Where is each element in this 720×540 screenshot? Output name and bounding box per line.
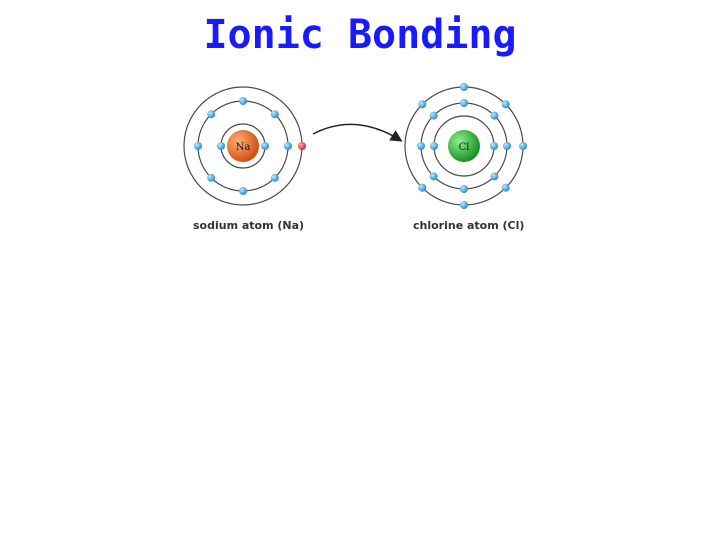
sodium-shell-1-electron — [217, 142, 225, 150]
chlorine-shell-2-electron — [490, 172, 499, 181]
chlorine-shell-3-electron — [501, 183, 510, 192]
chlorine-shell-2-electron — [460, 185, 468, 193]
sodium-shell-2-electron — [284, 142, 292, 150]
chlorine-shell-3-electron — [501, 100, 510, 109]
ionic-bond-diagram: Na Cl — [183, 83, 527, 209]
chlorine-shell-2-electron — [460, 99, 468, 107]
chlorine-nucleus — [448, 130, 480, 162]
sodium-shell-2-electron — [207, 110, 216, 119]
sodium-valence-electron — [298, 142, 306, 150]
sodium-nucleus — [227, 130, 259, 162]
sodium-shell-2-electron — [194, 142, 202, 150]
chlorine-shell-2-electron — [429, 172, 438, 181]
electron-transfer-arrow — [312, 123, 403, 142]
sodium-shell-1-electron — [261, 142, 269, 150]
chlorine-shell-2-electron — [429, 111, 438, 120]
chlorine-shell-1-electron — [430, 142, 438, 150]
chlorine-shell-2-electron — [490, 111, 499, 120]
sodium-shell-2-electron — [270, 110, 279, 119]
sodium-shell-2-electron — [239, 97, 247, 105]
chlorine-shell-3-electron — [418, 100, 427, 109]
chlorine-atom-label: chlorine atom (Cl) — [413, 219, 525, 232]
chlorine-shell-3-electron — [460, 83, 468, 91]
page-title: Ionic Bonding — [203, 12, 517, 58]
sodium-shell-2-electron — [270, 173, 279, 182]
chlorine-atom: Cl — [404, 83, 527, 209]
sodium-shell-2-electron — [239, 187, 247, 195]
sodium-atom: Na — [183, 86, 306, 206]
sodium-symbol: Na — [236, 142, 251, 153]
chlorine-shell-3-electron — [519, 142, 527, 150]
chlorine-shell-3-electron — [418, 183, 427, 192]
sodium-atom-label: sodium atom (Na) — [193, 219, 305, 232]
sodium-shell-2-electron — [207, 173, 216, 182]
chlorine-shell-2-electron — [503, 142, 511, 150]
chlorine-shell-3-electron — [460, 201, 468, 209]
chlorine-symbol: Cl — [459, 142, 470, 153]
chlorine-shell-1-electron — [490, 142, 498, 150]
chlorine-shell-2-electron — [417, 142, 425, 150]
